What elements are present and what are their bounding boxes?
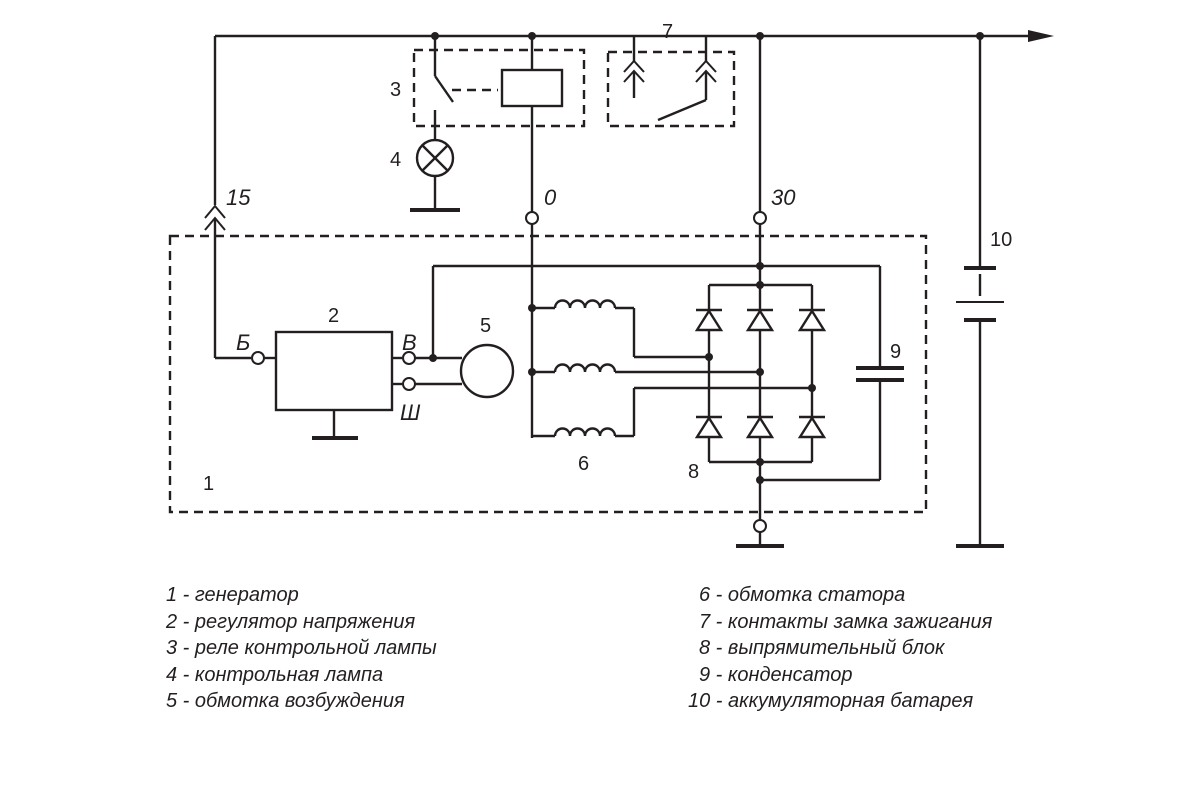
diode (745, 415, 775, 439)
control-lamp (410, 138, 460, 212)
rectifier-block (694, 262, 827, 548)
relay-contact-wire (431, 32, 498, 140)
label-lamp: 4 (390, 149, 401, 171)
legend-item: 2 - регулятор напряжения (166, 610, 416, 633)
terminal-0 (525, 211, 539, 225)
diode (745, 308, 775, 332)
wire-15 (204, 36, 276, 365)
label-excitation: 5 (480, 315, 491, 337)
label-ignition: 7 (662, 21, 673, 43)
voltage-regulator (274, 330, 416, 440)
legend-item: 1 - генератор (166, 584, 299, 606)
terminal-label-15: 15 (226, 185, 251, 210)
excitation-winding (415, 264, 880, 399)
legend-item: 9 - конденсатор (699, 663, 853, 686)
label-generator: 1 (203, 473, 214, 495)
label-stator: 6 (578, 453, 589, 475)
legend-item: 5 - обмотка возбуждения (166, 690, 405, 712)
legend-item: 6 - обмотка статора (699, 584, 906, 606)
terminal-30 (753, 211, 767, 225)
legend-right: 6 - обмотка статора 7 - контакты замка з… (688, 582, 992, 715)
terminal-b (251, 351, 265, 365)
label-regulator: 2 (328, 305, 339, 327)
diode (694, 308, 724, 332)
legend-item: 7 - контакты замка зажигания (699, 610, 993, 633)
capacitor (760, 266, 904, 482)
legend-item: 4 - контрольная лампа (166, 663, 384, 686)
label-relay: 3 (390, 79, 401, 101)
terminal-label-30: 30 (771, 185, 796, 210)
label-rectifier: 8 (688, 461, 699, 483)
terminal-label-v: В (402, 330, 417, 355)
stator-winding (528, 299, 812, 438)
legend-item: 3 - реле контрольной лампы (166, 637, 437, 659)
ignition-switch (606, 36, 736, 128)
terminal-label-b: Б (236, 330, 250, 355)
diode (797, 415, 827, 439)
terminal-label-sh: Ш (400, 400, 421, 425)
legend-item: 10 - аккумуляторная батарея (688, 690, 974, 712)
relay-box (412, 48, 586, 128)
legend-left: 1 - генератор 2 - регулятор напряжения 3… (166, 582, 437, 715)
wire-30 (753, 32, 767, 266)
diode (797, 308, 827, 332)
terminal-label-0: 0 (544, 185, 557, 210)
top-bus (215, 30, 1054, 42)
generator-box (168, 234, 928, 514)
battery (956, 32, 1004, 548)
diode (694, 415, 724, 439)
legend-item: 8 - выпрямительный блок (699, 637, 945, 659)
relay-coil (500, 32, 564, 438)
ground-terminal (753, 519, 767, 533)
terminal-sh (402, 377, 416, 391)
label-battery: 10 (990, 229, 1012, 251)
label-capacitor: 9 (890, 341, 901, 363)
